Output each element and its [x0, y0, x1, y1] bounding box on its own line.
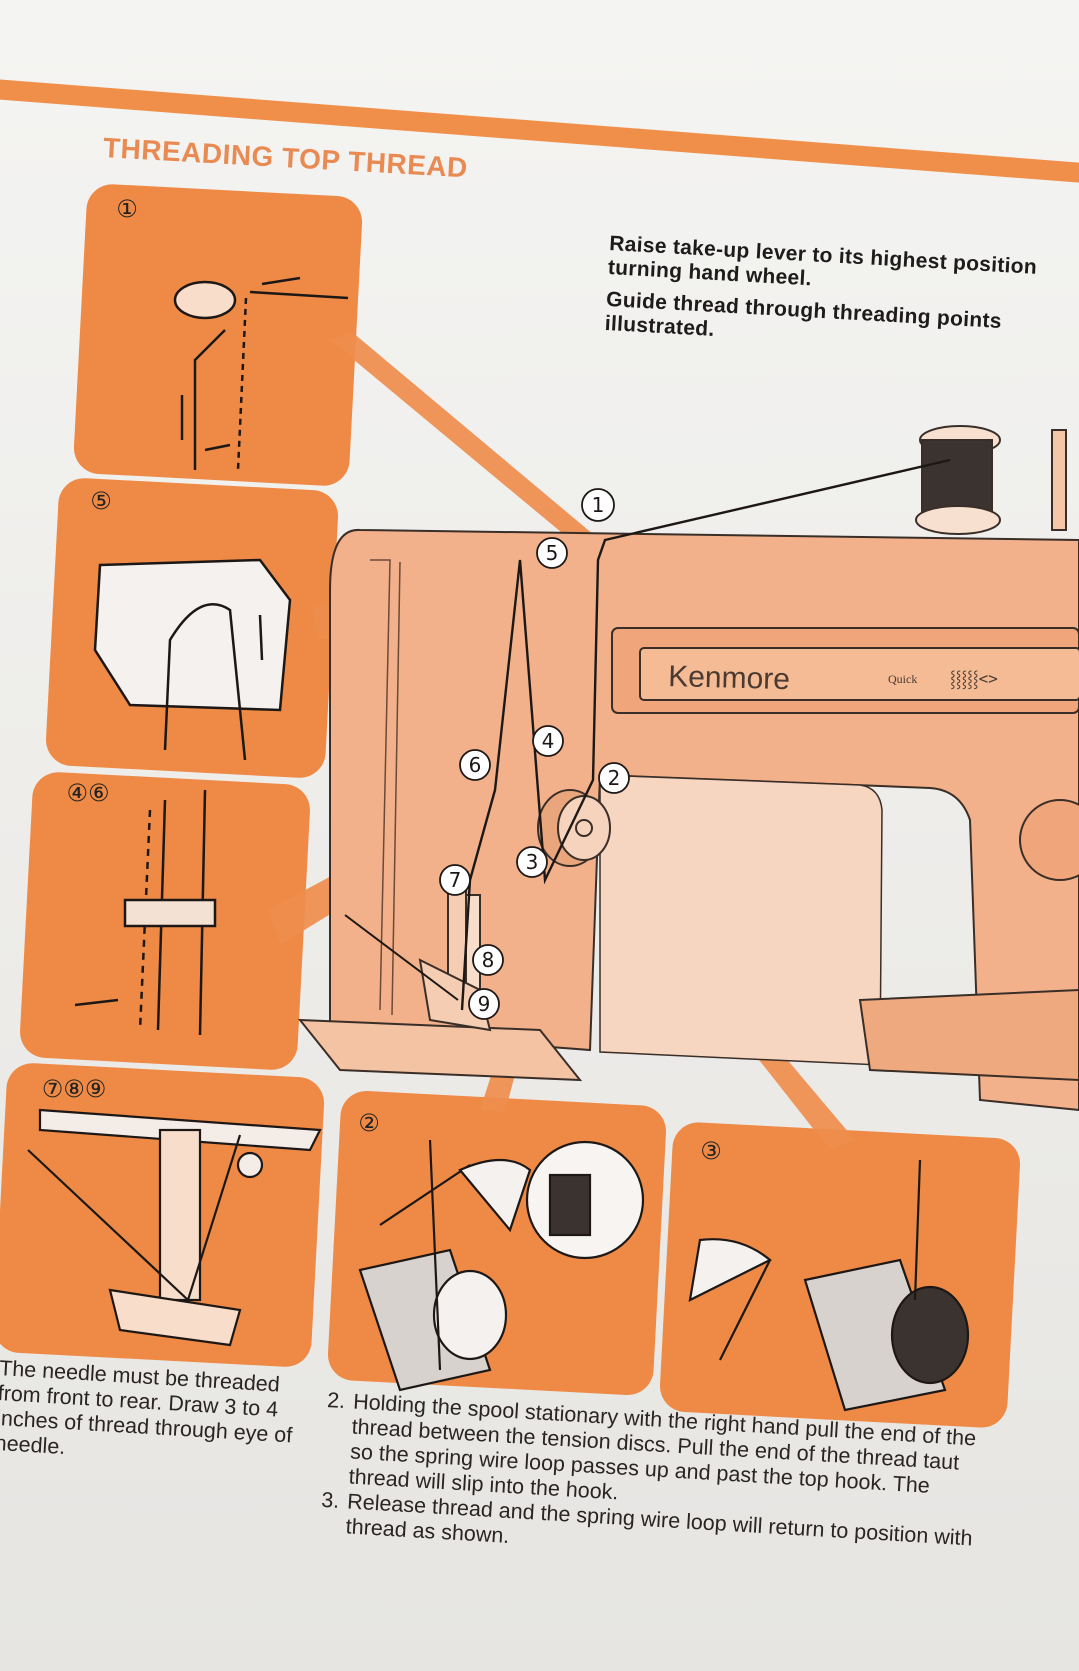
point-7: 7 [439, 864, 471, 896]
brand-label: Kenmore [668, 660, 791, 696]
thread-path [460, 458, 951, 1011]
svg-text:4: 4 [542, 729, 555, 753]
svg-text:3: 3 [526, 850, 539, 874]
point-6: 6 [459, 749, 491, 781]
panel-1-detail [173, 276, 349, 471]
panel-7-8-9-number: ⑦⑧⑨ [41, 1075, 107, 1103]
svg-text:1: 1 [592, 493, 605, 517]
svg-text:5: 5 [546, 541, 559, 565]
machine-body [297, 528, 1079, 1112]
panel-2-number: ② [358, 1109, 380, 1137]
panel-5-detail [93, 558, 292, 761]
panel-4-6-number: ④⑥ [66, 779, 110, 807]
stitch-pattern-strip: ⸾⸾⸾⸾⸾<> [950, 669, 998, 690]
point-1: 1 [581, 488, 615, 522]
point-5: 5 [536, 537, 568, 569]
svg-text:8: 8 [482, 948, 495, 972]
needle-caption: The needle must be threaded from front t… [0, 1356, 293, 1460]
panel-5-number: ⑤ [90, 487, 112, 515]
panel-1-number: ① [116, 195, 138, 223]
tension-dial [537, 789, 611, 867]
thread-spool [915, 425, 1067, 535]
panel-3-number: ③ [700, 1137, 722, 1165]
step-3-number: 3. [320, 1487, 340, 1513]
panel-3-detail [688, 1159, 970, 1412]
svg-text:2: 2 [608, 766, 621, 790]
point-8: 8 [472, 944, 504, 976]
panel-4-6-detail [74, 789, 217, 1036]
threading-points: 1 5 4 6 2 3 7 8 9 [439, 488, 630, 1020]
brand-small-label: Quick [888, 672, 917, 686]
svg-text:7: 7 [449, 868, 462, 892]
point-4: 4 [532, 725, 564, 757]
point-9: 9 [468, 988, 500, 1020]
panel-7-8-9-detail [27, 1108, 322, 1347]
svg-text:6: 6 [469, 753, 482, 777]
svg-text:9: 9 [478, 992, 491, 1016]
panel-2-detail [358, 1139, 645, 1392]
point-3: 3 [516, 846, 548, 878]
point-2: 2 [598, 762, 630, 794]
